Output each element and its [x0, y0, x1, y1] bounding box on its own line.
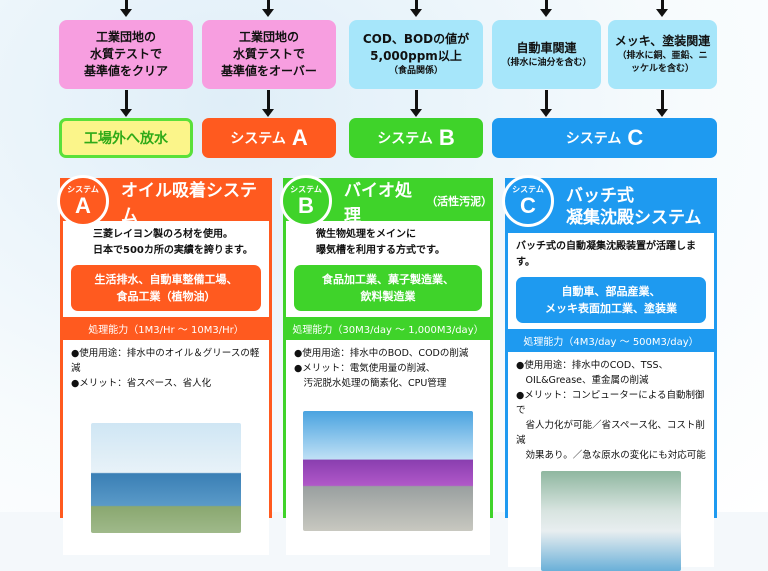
- outcome-system-a: システム A: [202, 118, 336, 158]
- outcome-letter: C: [627, 125, 644, 150]
- condition-text: メッキ、塗装関連: [614, 34, 711, 48]
- condition-plating: メッキ、塗装関連 （排水に銅、亜鉛、ニッケルを含む）: [608, 20, 717, 89]
- bullet: 効果あり。／急な原水の変化にも対応可能: [516, 450, 706, 461]
- bullet: ●使用用途：排水中のBOD、CODの削減: [294, 348, 469, 359]
- condition-automotive: 自動車関連 （排水に油分を含む）: [492, 20, 601, 89]
- condition-text: COD、BODの値が: [362, 32, 470, 46]
- capacity-bar: 処理能力（30M3/day ～ 1,000M3/day）: [286, 317, 490, 340]
- system-a-photo: [91, 423, 241, 533]
- flow-arrow: [120, 0, 132, 17]
- flow-arrow: [410, 0, 422, 17]
- condition-text: 水質テストで: [89, 47, 162, 61]
- condition-note: （排水に銅、亜鉛、ニッケルを含む）: [617, 51, 708, 74]
- condition-text: 基準値をクリア: [83, 64, 168, 78]
- badge-letter: B: [298, 193, 314, 218]
- outcome-letter: B: [438, 125, 455, 150]
- outcome-label: システム: [230, 131, 286, 147]
- badge-letter: A: [75, 193, 91, 218]
- industry-text: 食品工業（植物油）: [116, 290, 216, 303]
- condition-clear: 工業団地の 水質テストで 基準値をクリア: [59, 20, 193, 89]
- flow-arrow: [410, 90, 422, 117]
- card-title: バッチ式凝集沈殿システム: [508, 181, 714, 233]
- condition-note: （食品関係）: [388, 66, 443, 76]
- industry-text: 食品加工業、菓子製造業、: [322, 273, 454, 286]
- flow-arrow: [262, 90, 274, 117]
- outcome-letter: A: [291, 125, 308, 150]
- condition-note: （排水に油分を含む）: [501, 57, 592, 68]
- badge-label: システム: [67, 185, 99, 194]
- bullet: ●メリット：省スペース、省人化: [71, 378, 212, 389]
- outcome-label: システム: [377, 131, 433, 147]
- condition-text: 5,000ppm以上: [370, 49, 462, 63]
- intro-text: 曝気槽を利用する方式です。: [316, 245, 445, 256]
- bullet: ●使用用途：排水中のCOD、TSS、: [516, 360, 669, 371]
- card-title: オイル吸着システム: [63, 181, 269, 226]
- outcome-system-c: システム C: [492, 118, 717, 158]
- condition-text: 水質テストで: [232, 47, 305, 61]
- card-title-sub: （活性汚泥）: [426, 195, 493, 208]
- outcome-label: 工場外へ放水: [84, 131, 168, 147]
- bullet: 汚泥脱水処理の簡素化、CPU管理: [294, 378, 447, 389]
- intro-text: 日本で500カ所の実績を誇ります。: [93, 245, 253, 256]
- bullet: 省人力化が可能／省スペース化、コスト削減: [516, 420, 705, 446]
- flow-arrow: [262, 0, 274, 17]
- bullet: ●使用用途：排水中のオイル＆グリースの軽減: [71, 348, 260, 374]
- intro-text: 微生物処理をメインに: [316, 229, 416, 240]
- capacity-bar: 処理能力（1M3/Hr ～ 10M3/Hr）: [63, 317, 269, 340]
- card-title-text: バッチ式: [566, 186, 634, 206]
- intro-text: 三菱レイヨン製のろ材を使用。: [93, 229, 233, 240]
- intro-text: バッチ式の自動凝集沈殿装置が活躍します。: [516, 241, 696, 268]
- industry-text: 飲料製造業: [360, 290, 416, 303]
- capacity-bar: 処理能力（4M3/day ～ 500M3/day）: [508, 329, 714, 352]
- industries-box: 自動車、部品産業、メッキ表面加工業、塗装業: [516, 277, 706, 323]
- condition-text: 自動車関連: [516, 40, 577, 55]
- flow-arrow: [656, 0, 668, 17]
- industry-text: 生活排水、自動車整備工場、: [94, 273, 238, 286]
- flow-arrow: [656, 90, 668, 117]
- bullet: OIL&Grease、重金属の削減: [516, 375, 649, 386]
- card-title-text: 凝集沈殿システム: [566, 208, 702, 228]
- industry-text: 自動車、部品産業、: [561, 285, 661, 298]
- condition-text: 基準値をオーバー: [221, 64, 317, 78]
- condition-over: 工業団地の 水質テストで 基準値をオーバー: [202, 20, 336, 89]
- badge-label: システム: [512, 185, 544, 194]
- flow-arrow: [120, 90, 132, 117]
- industries-box: 食品加工業、菓子製造業、飲料製造業: [294, 265, 482, 311]
- bullet: ●メリット：電気使用量の削減、: [294, 363, 436, 374]
- badge-letter: C: [520, 193, 536, 218]
- outcome-discharge: 工場外へ放水: [59, 118, 193, 158]
- industries-box: 生活排水、自動車整備工場、食品工業（植物油）: [71, 265, 261, 311]
- outcome-label: システム: [565, 131, 622, 147]
- card-title: バイオ処理 （活性汚泥）: [286, 181, 493, 226]
- card-title-text: バイオ処理: [344, 181, 412, 226]
- card-title-text: オイル吸着システム: [121, 181, 257, 226]
- flow-arrow: [540, 90, 552, 117]
- badge-label: システム: [290, 185, 322, 194]
- industry-text: メッキ表面加工業、塗装業: [545, 302, 677, 315]
- system-c-photo: [541, 471, 681, 571]
- outcome-system-b: システム B: [349, 118, 483, 158]
- condition-text: 工業団地の: [95, 30, 156, 44]
- system-b-photo: [303, 411, 473, 531]
- bullet: ●メリット：コンピューターによる自動制御で: [516, 390, 705, 416]
- condition-cod-bod: COD、BODの値が 5,000ppm以上 （食品関係）: [349, 20, 483, 89]
- condition-text: 工業団地の: [238, 30, 299, 44]
- flow-arrow: [540, 0, 552, 17]
